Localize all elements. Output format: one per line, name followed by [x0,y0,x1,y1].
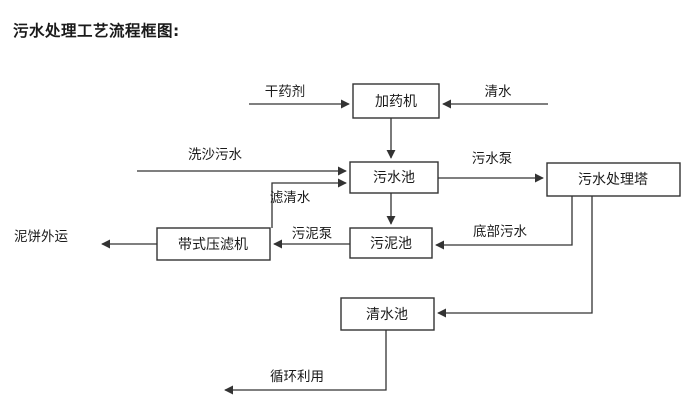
edge-label-recycle-reuse: 循环利用 [270,369,324,385]
node-sewage-pool[interactable]: 污水池 [349,161,439,194]
edge-label-dry-reagent: 干药剂 [265,84,306,100]
node-label-treatment-tower: 污水处理塔 [578,172,648,188]
edge-label-bottom-sewage: 底部污水 [473,224,527,240]
node-sludge-pool[interactable]: 污泥池 [349,227,433,259]
node-belt-filter-press[interactable]: 带式压滤机 [156,227,271,261]
edge-label-sand-wash-sewage: 洗沙污水 [188,147,242,163]
node-label-sludge-pool: 污泥池 [370,236,412,252]
page-title: 污水处理工艺流程框图: [13,22,180,40]
node-label-sewage-pool: 污水池 [373,170,415,186]
edge-label-filtrate-water: 滤清水 [270,190,311,206]
node-dosing-machine[interactable]: 加药机 [352,83,440,119]
node-treatment-tower[interactable]: 污水处理塔 [546,162,681,197]
edge-tower-to-sludge-pool [435,196,573,250]
node-label-dosing-machine: 加药机 [375,94,417,110]
edge-filtrate-to-sewage-pool [271,178,347,228]
edge-label-sewage-pump: 污水泵 [472,151,513,167]
edge-label-sludge-pump: 污泥泵 [292,226,333,242]
node-clear-water-pool[interactable]: 清水池 [340,297,435,331]
node-label-clear-water-pool: 清水池 [366,307,408,323]
edge-label-clean-water: 清水 [485,84,512,100]
edge-tower-to-clear-water-pool [437,196,593,318]
edge-clear-water-pool-to-reuse [224,330,387,395]
node-label-belt-filter-press: 带式压滤机 [178,237,248,253]
edge-label-mud-cake-transport: 泥饼外运 [14,229,68,245]
